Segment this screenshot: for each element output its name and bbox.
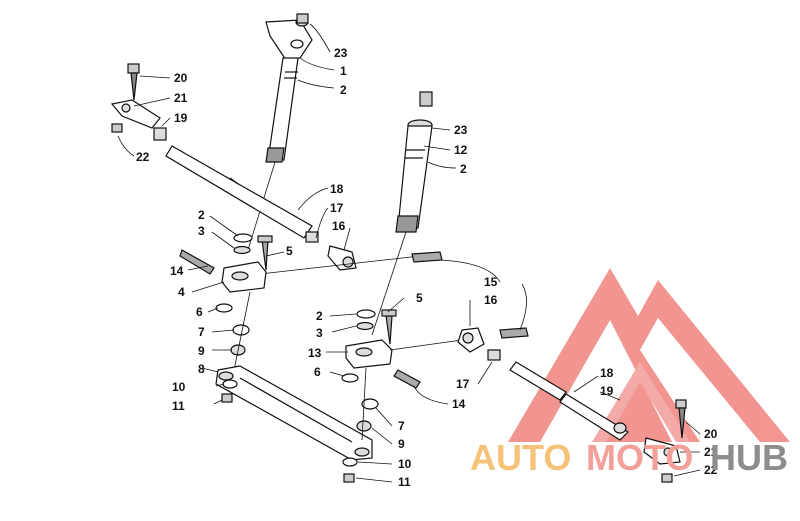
- callout-19: 19: [174, 111, 188, 125]
- callout-10: 10: [398, 457, 412, 471]
- callout-16: 16: [484, 293, 498, 307]
- watermark-logo: [508, 268, 790, 442]
- callout-2: 2: [198, 208, 205, 222]
- callout-5: 5: [416, 291, 423, 305]
- right-tie-rod-assembly: [457, 327, 687, 483]
- callout-23: 23: [454, 123, 468, 137]
- callout-16: 16: [332, 219, 346, 233]
- callout-7: 7: [398, 419, 405, 433]
- callout-18: 18: [600, 366, 614, 380]
- callout-17: 17: [456, 377, 470, 391]
- callout-20: 20: [704, 427, 718, 441]
- callout-3: 3: [316, 326, 323, 340]
- callout-9: 9: [198, 344, 205, 358]
- left-steering-arm: [179, 233, 273, 381]
- callout-12: 12: [454, 143, 468, 157]
- callout-11: 11: [398, 475, 411, 489]
- callout-18: 18: [330, 182, 344, 196]
- right-steering-column: [371, 91, 433, 336]
- callout-10: 10: [172, 380, 186, 394]
- watermark-part2: MOTO: [586, 437, 693, 478]
- leader-lines: [117, 23, 701, 483]
- watermark-part1: AUTO: [470, 437, 571, 478]
- callout-8: 8: [198, 362, 205, 376]
- callout-14: 14: [452, 397, 466, 411]
- callout-2: 2: [460, 162, 467, 176]
- watermark-m-stroke-icon: [592, 362, 690, 442]
- callout-7: 7: [198, 325, 205, 339]
- watermark-triangle-icon: [508, 268, 790, 442]
- callout-20: 20: [174, 71, 188, 85]
- callout-5: 5: [286, 244, 293, 258]
- callout-1: 1: [340, 64, 347, 78]
- callout-14: 14: [170, 264, 184, 278]
- callout-numbers: 23 1 2 20 21 19 22 23 12 2 18 17 16 2 3 …: [136, 46, 718, 489]
- callout-22: 22: [704, 463, 718, 477]
- callout-6: 6: [196, 305, 203, 319]
- callout-4: 4: [178, 285, 185, 299]
- callout-11: 11: [172, 399, 185, 413]
- callout-6: 6: [314, 365, 321, 379]
- callout-21: 21: [704, 445, 718, 459]
- callout-3: 3: [198, 224, 205, 238]
- callout-21: 21: [174, 91, 188, 105]
- callout-13: 13: [308, 346, 322, 360]
- left-steering-column: [247, 13, 313, 251]
- callout-23: 23: [334, 46, 348, 60]
- callout-2: 2: [316, 309, 323, 323]
- connecting-link: [215, 365, 373, 483]
- callout-19: 19: [600, 384, 614, 398]
- watermark-text: AUTO MOTO HUB: [470, 437, 788, 478]
- callout-17: 17: [330, 201, 344, 215]
- left-tie-rod-assembly: [110, 63, 443, 275]
- right-steering-arm: [341, 309, 463, 441]
- callout-22: 22: [136, 150, 150, 164]
- callout-9: 9: [398, 437, 405, 451]
- watermark-part3: HUB: [710, 437, 788, 478]
- callout-15: 15: [484, 275, 498, 289]
- callout-2: 2: [340, 83, 347, 97]
